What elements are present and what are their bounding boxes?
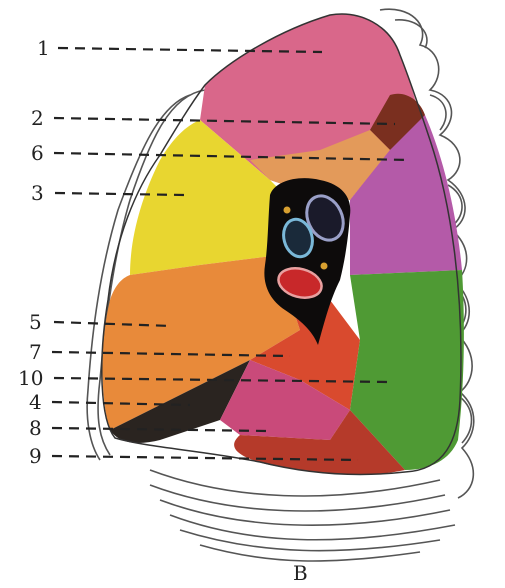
lymph-node <box>284 207 291 214</box>
label-6: 6 <box>31 141 44 165</box>
label-5: 5 <box>29 310 42 334</box>
label-9: 9 <box>29 444 42 468</box>
label-2: 2 <box>31 106 44 130</box>
label-8: 8 <box>29 416 42 440</box>
label-3: 3 <box>31 181 44 205</box>
figure-caption: В <box>293 561 308 585</box>
segment-labels: 1 2 6 3 5 7 10 4 8 9 <box>18 36 50 468</box>
label-4: 4 <box>29 390 42 414</box>
lymph-node <box>321 263 328 270</box>
label-1: 1 <box>37 36 50 60</box>
label-10: 10 <box>18 366 43 390</box>
label-7: 7 <box>29 340 42 364</box>
